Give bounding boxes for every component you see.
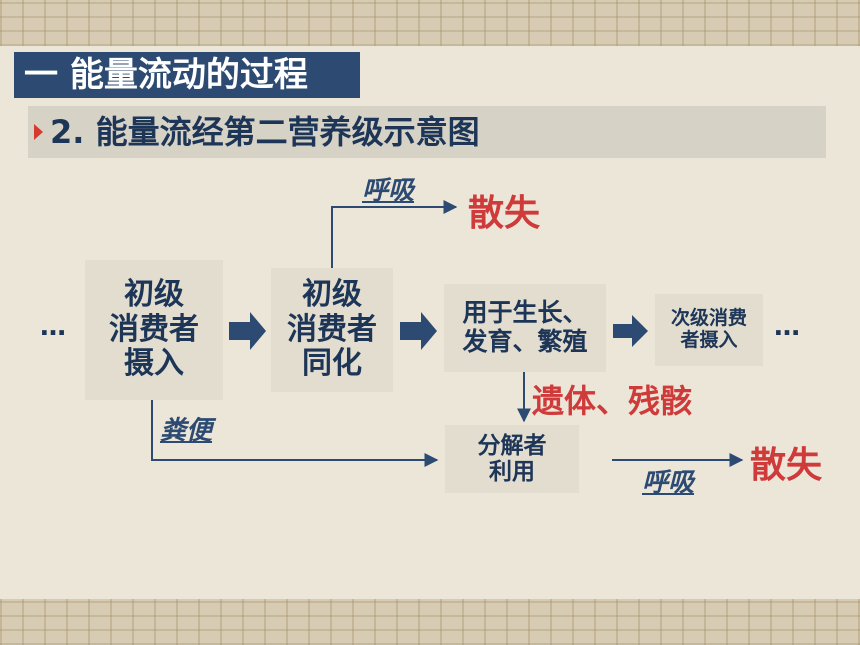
subtitle-bar (28, 106, 826, 158)
label-feces: 粪便 (160, 416, 213, 446)
box-primary-consumer-assimilation: 初级 消费者 同化 (271, 268, 393, 392)
label-loss-bottom: 散失 (750, 445, 823, 486)
box-primary-consumer-intake: 初级 消费者 摄入 (85, 260, 223, 400)
decorative-border-top (0, 0, 860, 46)
label-loss-top: 散失 (468, 193, 541, 234)
ellipsis-left: … (40, 312, 66, 342)
bullet-icon (34, 124, 43, 140)
line-feces (151, 400, 439, 467)
block-arrow-2 (400, 312, 437, 350)
slide-subtitle: 2. 能量流经第二营养级示意图 (50, 113, 480, 151)
box-secondary-consumer-intake: 次级消费 者摄入 (655, 294, 763, 366)
slide-title: 一 能量流动的过程 (14, 52, 360, 98)
line-respiration-top (331, 200, 458, 268)
label-respiration-top: 呼吸 (362, 176, 415, 206)
block-arrow-1 (229, 312, 266, 350)
block-arrow-3 (613, 315, 648, 347)
decorative-border-bottom (0, 599, 860, 645)
ellipsis-right: … (774, 312, 800, 342)
box-decomposer-use: 分解者 利用 (445, 425, 579, 493)
label-remains: 遗体、残骸 (532, 382, 693, 420)
label-respiration-bottom: 呼吸 (642, 468, 695, 498)
box-growth-reproduction: 用于生长、 发育、繁殖 (444, 284, 606, 372)
